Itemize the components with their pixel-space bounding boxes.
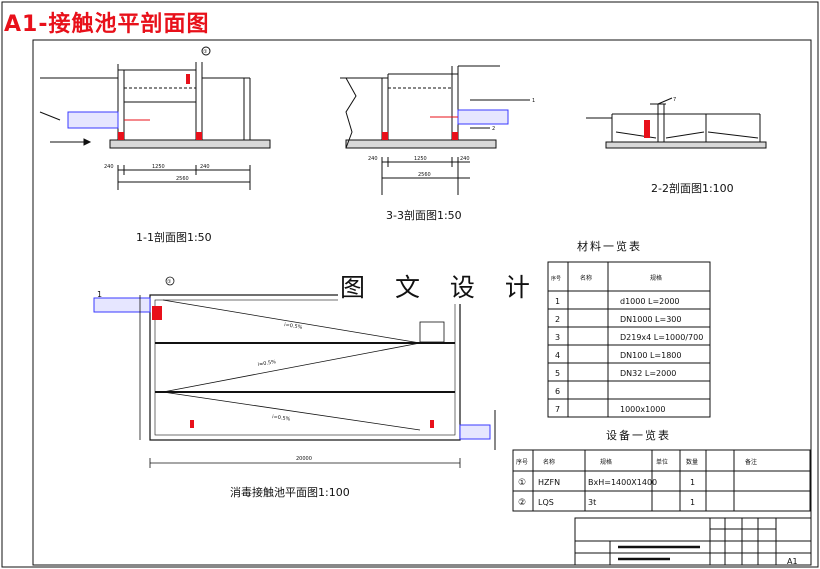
materials-row-spec: DN32 L=2000 — [620, 369, 676, 378]
equipment-row-name: HZFN — [538, 478, 560, 487]
materials-table-grid — [547, 261, 711, 418]
materials-header-name: 名称 — [580, 274, 592, 282]
plan-length: 20000 — [296, 456, 312, 462]
materials-row-spec: d1000 L=2000 — [620, 297, 680, 306]
s33-dim-3: 240 — [460, 156, 470, 162]
equipment-row-spec: BxH=1400X1400 — [588, 478, 657, 487]
equipment-row-name: LQS — [538, 498, 554, 507]
materials-row-no: 2 — [555, 315, 560, 324]
section-2-2 — [586, 97, 767, 149]
s33-dim-1: 240 — [368, 156, 378, 162]
s11-dim-2: 1250 — [152, 164, 165, 170]
equipment-header-3: 单位 — [656, 458, 668, 466]
equipment-row-spec: 3t — [588, 498, 596, 507]
s33-pipe-1: 1 — [532, 98, 535, 104]
s11-dim-total: 2560 — [176, 176, 189, 182]
materials-row-spec: DN1000 L=300 — [620, 315, 681, 324]
s11-dim-3: 240 — [200, 164, 210, 170]
plan-pipe-1: 1 — [97, 290, 102, 299]
overlay-watermark-title: 图 文 设 计 — [338, 268, 543, 304]
s33-dim-2: 1250 — [414, 156, 427, 162]
plan-slope-2: i=0.5% — [257, 359, 276, 368]
materials-header-spec: 规格 — [650, 274, 662, 282]
s11-callout: ① — [203, 49, 208, 55]
plan-slope-3: i=0.5% — [272, 414, 291, 423]
equipment-header-2: 规格 — [600, 458, 612, 466]
title-block-page: A1 — [787, 557, 798, 566]
caption-plan: 消毒接触池平面图1:100 — [230, 485, 350, 499]
equipment-table-title: 设备一览表 — [606, 428, 671, 442]
equipment-header-4: 数量 — [686, 458, 698, 466]
s22-callout: 7 — [673, 97, 676, 103]
drawing-title: A1-接触池平剖面图 — [4, 12, 210, 37]
materials-row-spec: DN100 L=1800 — [620, 351, 681, 360]
materials-row-no: 5 — [555, 369, 560, 378]
equipment-header-5: 备注 — [745, 458, 757, 466]
title-block — [574, 517, 812, 566]
materials-row-no: 4 — [555, 351, 560, 360]
s11-dim-1: 240 — [104, 164, 114, 170]
s33-pipe-2: 2 — [492, 126, 495, 132]
equipment-header-1: 名称 — [543, 458, 555, 466]
caption-3-3: 3-3剖面图1:50 — [386, 208, 462, 222]
section-3-3 — [340, 65, 530, 195]
materials-row-no: 1 — [555, 297, 560, 306]
equipment-row-no: ② — [518, 498, 526, 508]
equipment-header-0: 序号 — [516, 458, 528, 466]
materials-table-body: 序号 名称 规格 1 d1000 L=2000 2 DN1000 L=300 3 D219x4 … — [551, 274, 703, 414]
equipment-table-grid — [512, 449, 811, 512]
equipment-row-no: ① — [518, 478, 526, 488]
section-1-1 — [39, 46, 271, 190]
materials-row-spec: 1000x1000 — [620, 405, 665, 414]
plan-slope-1: i=0.5% — [284, 322, 303, 331]
caption-2-2: 2-2剖面图1:100 — [651, 181, 734, 195]
equipment-row-qty: 1 — [690, 498, 695, 507]
materials-table-title: 材料一览表 — [577, 239, 642, 253]
materials-row-no: 3 — [555, 333, 560, 342]
plan-callout: ① — [167, 279, 172, 285]
plan-view — [93, 276, 496, 468]
equipment-row-qty: 1 — [690, 478, 695, 487]
materials-row-spec: D219x4 L=1000/700 — [620, 333, 703, 342]
materials-header-no: 序号 — [551, 275, 561, 282]
s33-dim-total: 2560 — [418, 172, 431, 178]
caption-1-1: 1-1剖面图1:50 — [136, 230, 212, 244]
materials-row-no: 6 — [555, 387, 560, 396]
inner-frame — [32, 39, 812, 566]
materials-row-no: 7 — [555, 405, 560, 414]
equipment-table-body: 序号 名称 规格 单位 数量 备注 ① HZFN BxH=1400X1400 1 ② LQS 3t 1 — [516, 458, 757, 508]
